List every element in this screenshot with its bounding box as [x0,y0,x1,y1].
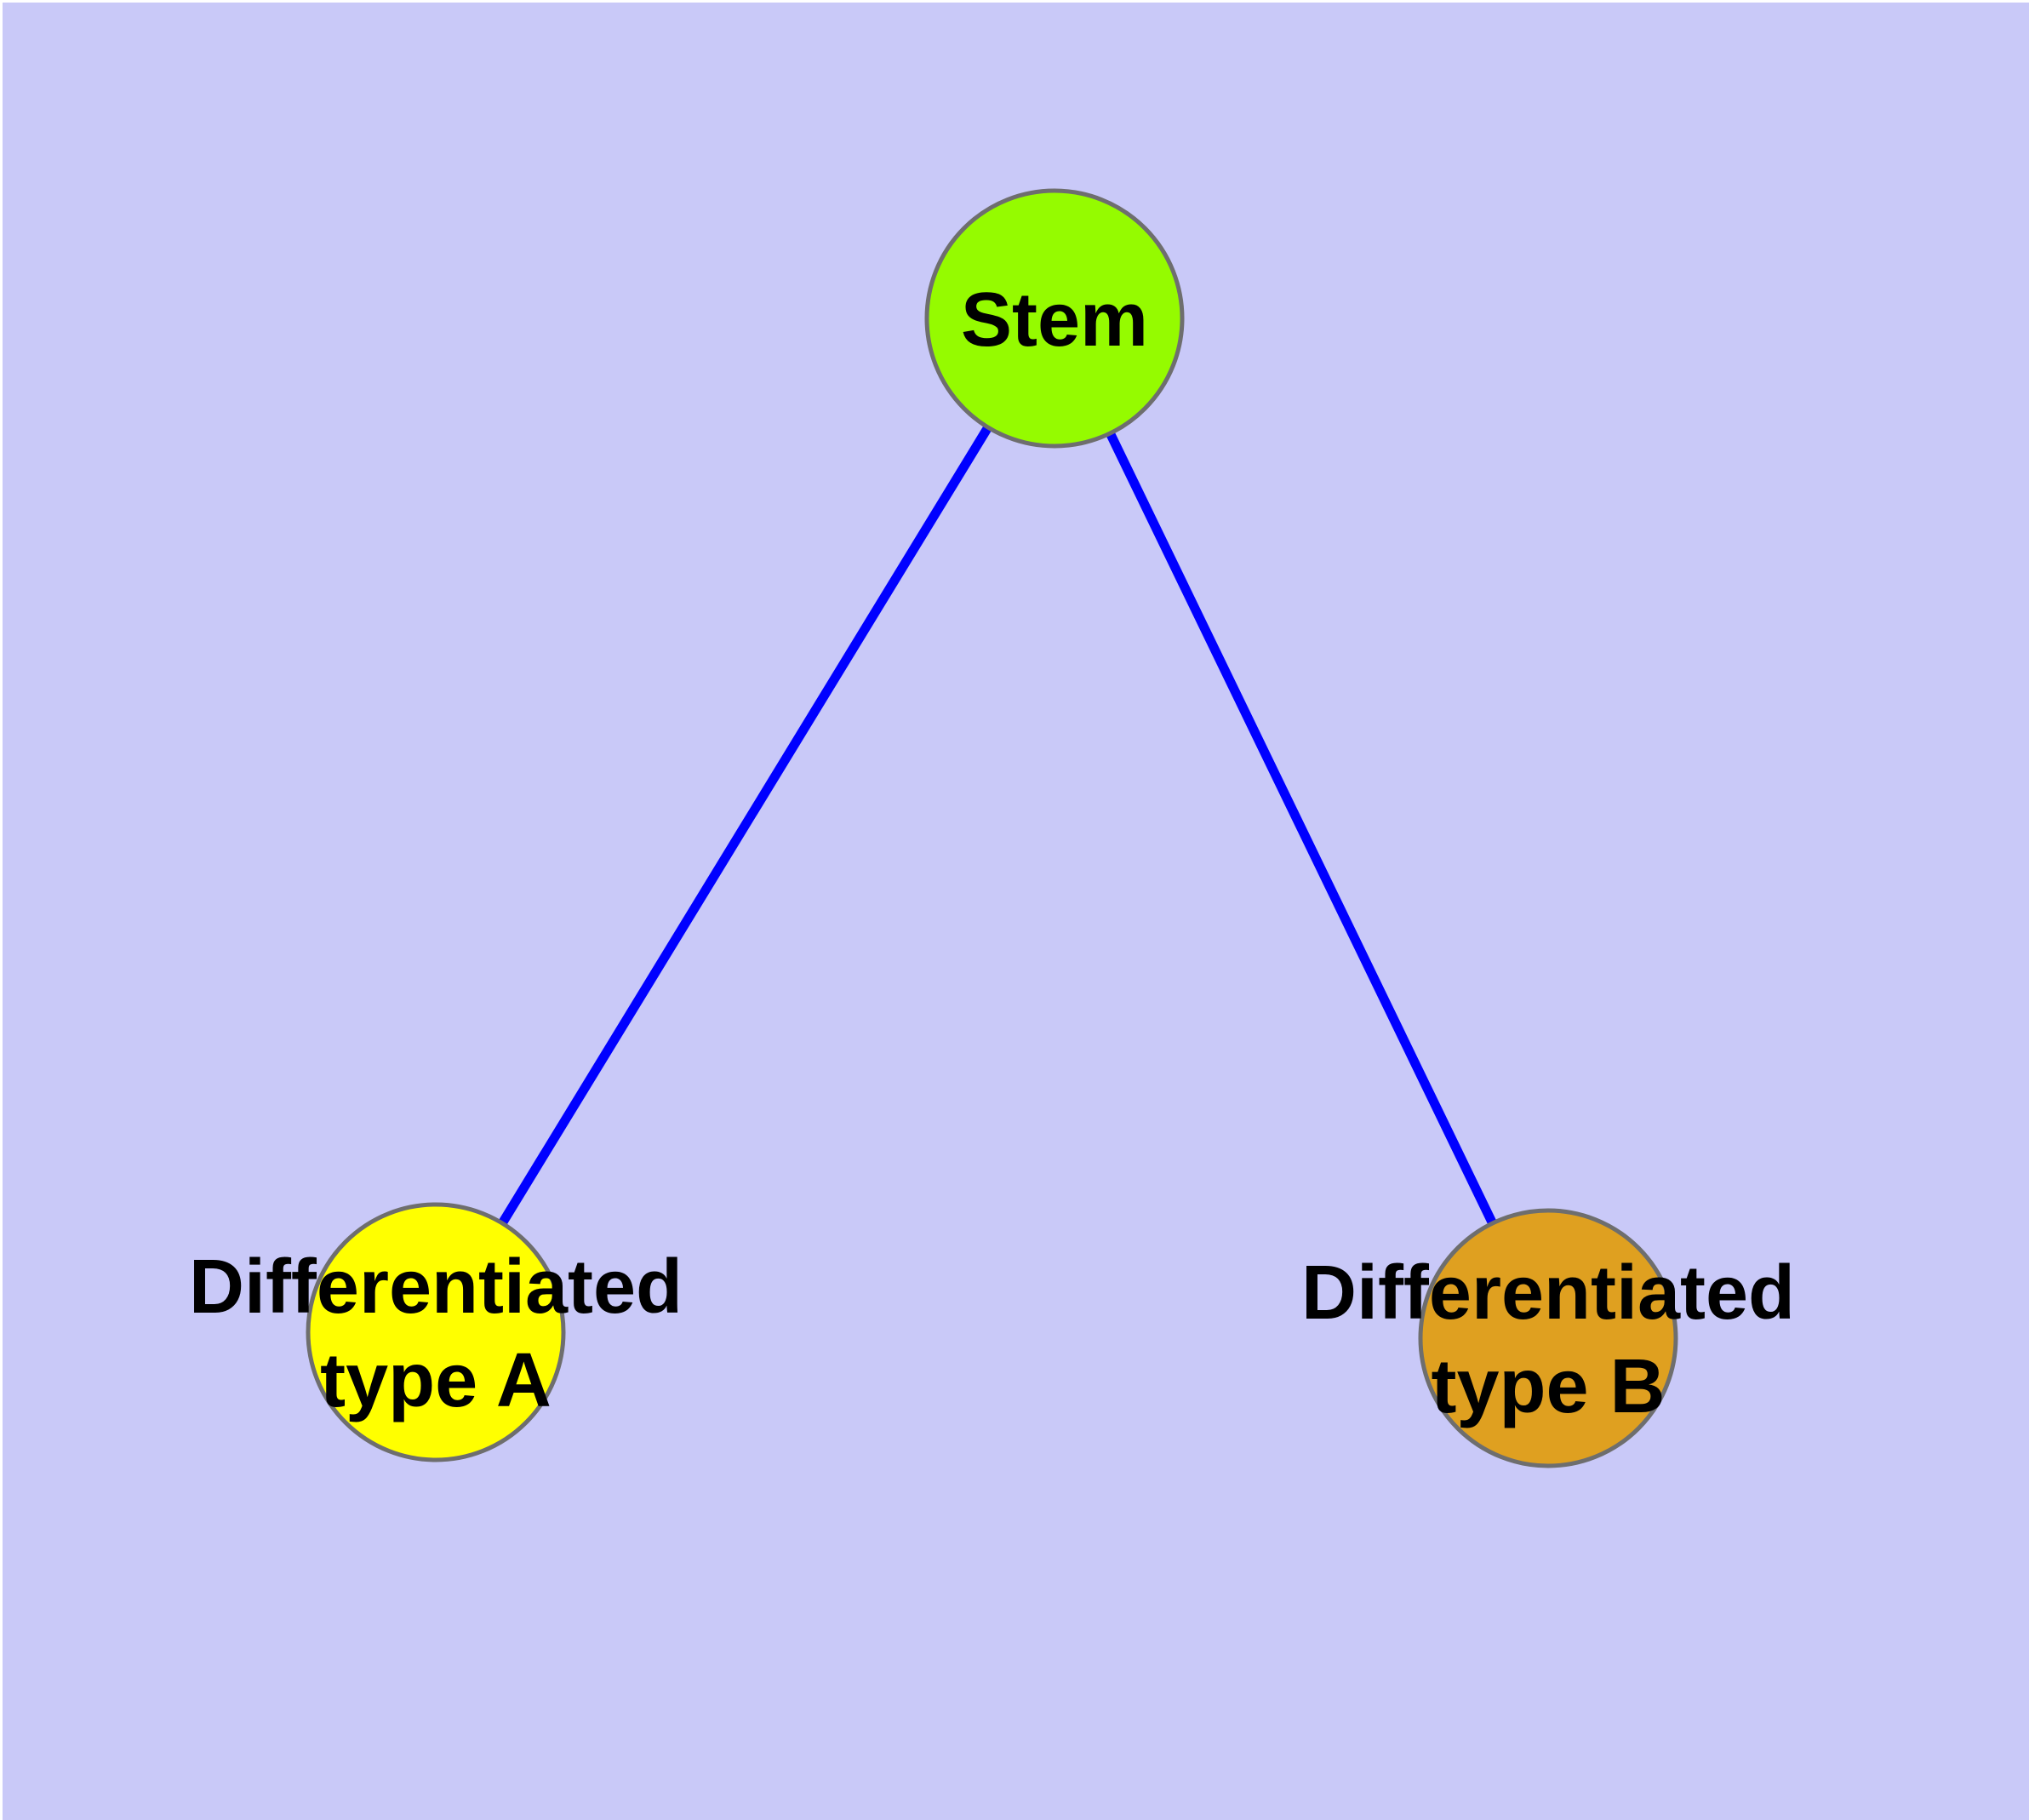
node-stem-label: Stem [961,278,1148,363]
edges-layer [432,316,1552,1341]
edge-stem-to-diff-type-b [1050,316,1552,1341]
node-stem-circle [924,188,1185,449]
node-diff-type-b-circle [1418,1208,1678,1468]
edge-stem-to-diff-type-a [432,316,1059,1335]
node-diff-type-a-circle [306,1202,566,1462]
node-stem: Stem [924,188,1185,449]
